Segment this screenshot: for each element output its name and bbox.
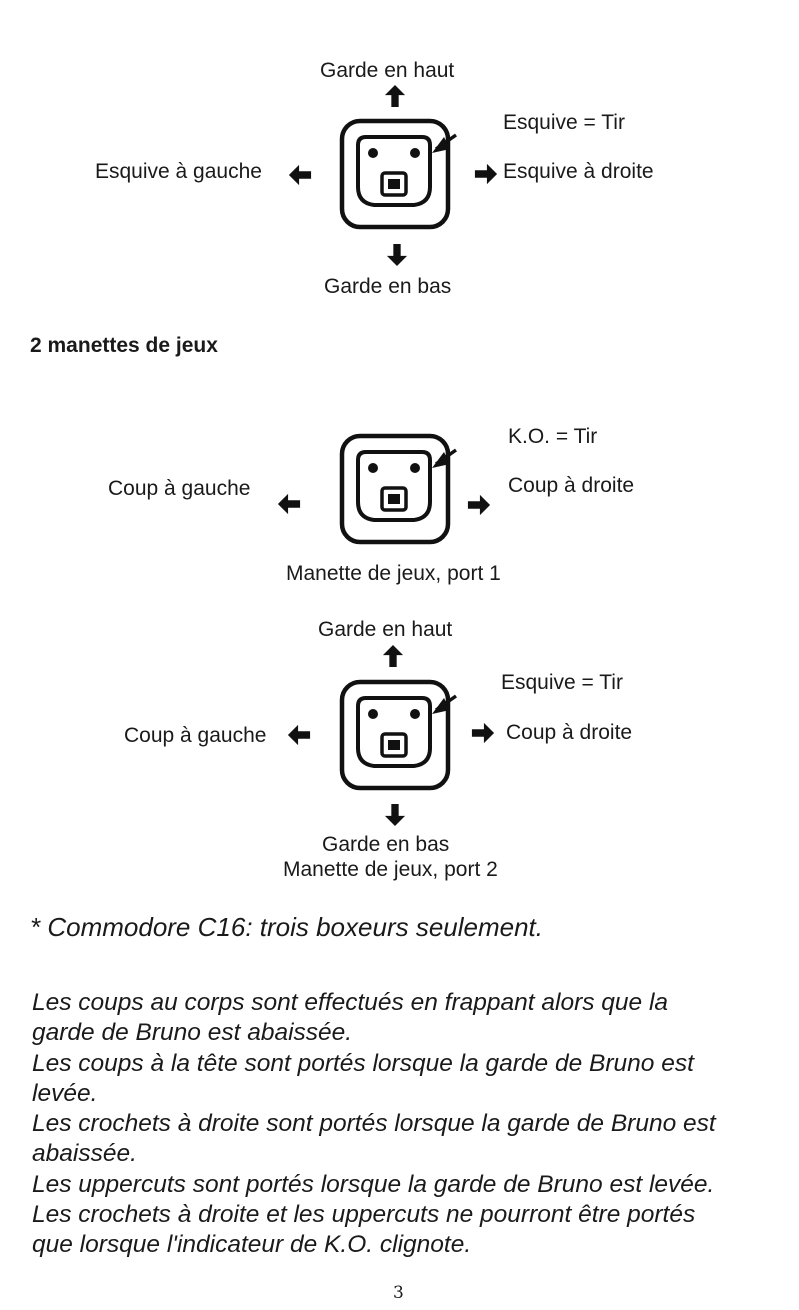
paragraph-line: Les crochets à droite sont portés lorsqu…: [32, 1110, 716, 1138]
port1-caption: Manette de jeux, port 1: [286, 562, 501, 585]
paragraph-line: Les coups à la tête sont portés lorsque …: [32, 1049, 694, 1077]
garde-haut-label-1: Garde en haut: [320, 59, 455, 82]
paragraph-line: Les uppercuts sont portés lorsque la gar…: [32, 1170, 715, 1198]
esquive-droite-label: Esquive à droite: [503, 160, 654, 183]
joystick-icon: [336, 430, 466, 550]
arrow-up-icon: [384, 83, 406, 109]
coup-gauche-label-3: Coup à gauche: [124, 724, 267, 747]
paragraph-line: que lorsque l'indicateur de K.O. clignot…: [32, 1231, 472, 1259]
esquive-gauche-label: Esquive à gauche: [95, 160, 262, 183]
joystick-icon: [336, 115, 466, 235]
coup-droite-label-2: Coup à droite: [508, 474, 635, 497]
joystick-icon: [336, 676, 466, 796]
paragraph-line: Les crochets à droite et les uppercuts n…: [32, 1201, 696, 1229]
esquive-tir-label-3: Esquive = Tir: [501, 671, 623, 694]
arrow-left-icon: [287, 722, 311, 748]
arrow-left-icon: [288, 162, 312, 188]
arrow-right-icon: [474, 161, 498, 187]
arrow-up-icon: [382, 643, 404, 669]
coup-gauche-label-2: Coup à gauche: [108, 477, 251, 500]
coup-droite-label-3: Coup à droite: [506, 721, 633, 744]
paragraph-line: Les coups au corps sont effectués en fra…: [32, 989, 669, 1016]
port2-caption: Manette de jeux, port 2: [283, 858, 498, 881]
esquive-tir-label-1: Esquive = Tir: [503, 111, 625, 134]
arrow-right-icon: [471, 720, 495, 746]
instructions-paragraph: Les coups au corps sont effectués en fra…: [32, 988, 772, 1261]
arrow-down-icon: [384, 802, 406, 828]
paragraph-line: levée.: [32, 1079, 98, 1107]
arrow-right-icon: [467, 492, 491, 518]
commodore-note: * Commodore C16: trois boxeurs seulement…: [30, 912, 544, 942]
arrow-down-icon: [386, 242, 408, 268]
arrow-left-icon: [277, 491, 301, 517]
section-title: 2 manettes de jeux: [30, 334, 218, 357]
garde-bas-label-1: Garde en bas: [324, 275, 452, 298]
garde-haut-label-3: Garde en haut: [318, 618, 453, 641]
ko-tir-label: K.O. = Tir: [508, 425, 598, 448]
paragraph-line: abaissée.: [32, 1140, 137, 1168]
page-number: 3: [393, 1283, 404, 1303]
paragraph-line: garde de Bruno est abaissée.: [32, 1019, 353, 1047]
garde-bas-label-3: Garde en bas: [322, 833, 450, 856]
